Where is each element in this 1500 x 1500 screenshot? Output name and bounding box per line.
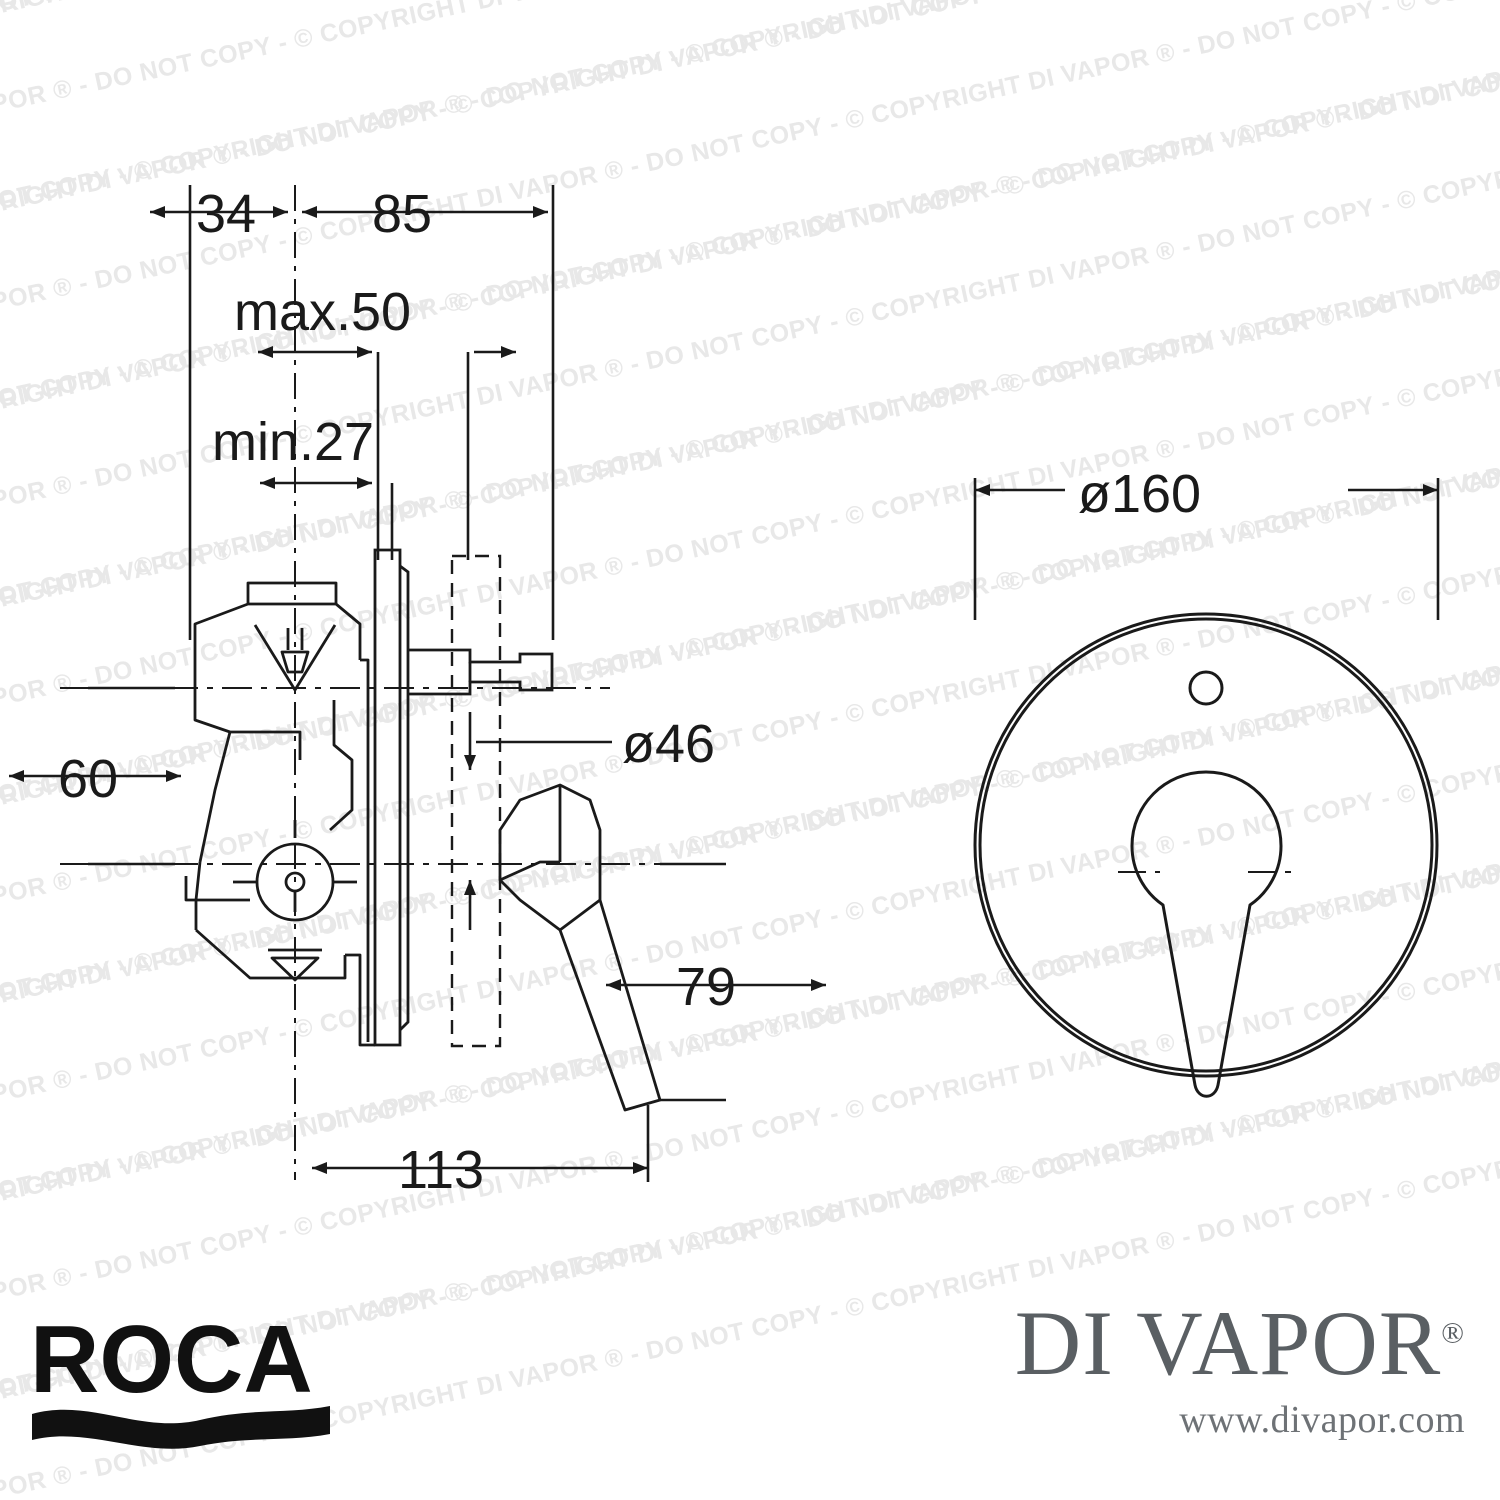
divapor-name: DI VAPOR® xyxy=(805,1295,1465,1392)
divapor-logo: DI VAPOR® www.divapor.com xyxy=(805,1295,1465,1442)
roca-logo: ROCA xyxy=(30,1310,360,1450)
roca-logo-swoosh xyxy=(32,1406,330,1449)
dim-label-diameter-160: ø160 xyxy=(1078,464,1201,524)
dim-label-34: 34 xyxy=(196,184,256,244)
dim-label-max50: max.50 xyxy=(234,282,411,342)
side-view-wall-plate xyxy=(373,548,410,1047)
dim-label-diameter-46: ø46 xyxy=(622,714,715,774)
centre-lines xyxy=(60,687,720,865)
dimension-labels: 34 85 max.50 min.27 60 ø46 79 113 ø160 xyxy=(58,184,1201,1200)
front-view-dimension-lines xyxy=(973,478,1440,620)
divapor-registered-mark: ® xyxy=(1441,1316,1465,1350)
side-view-diverter-spindle xyxy=(408,648,554,696)
dim-label-85: 85 xyxy=(372,184,432,244)
divapor-url: www.divapor.com xyxy=(1179,1398,1465,1441)
side-view-valve-body xyxy=(184,581,375,1047)
dim-label-79: 79 xyxy=(676,957,736,1017)
side-view-lever-handle xyxy=(498,783,662,1112)
front-view-lever-handle xyxy=(1130,770,1283,1098)
dimension-lines-left xyxy=(9,185,826,1182)
front-view-diverter-button xyxy=(1188,670,1224,706)
dim-label-min27: min.27 xyxy=(212,412,374,472)
roca-logo-svg: ROCA xyxy=(30,1310,330,1449)
wall-thickness-zone xyxy=(450,554,502,1048)
dim-label-60: 60 xyxy=(58,749,118,809)
divapor-name-text: DI VAPOR xyxy=(1014,1292,1442,1394)
front-view-escutcheon xyxy=(973,612,1439,1078)
dim-label-113: 113 xyxy=(398,1140,484,1200)
roca-logo-text: ROCA xyxy=(30,1310,313,1413)
